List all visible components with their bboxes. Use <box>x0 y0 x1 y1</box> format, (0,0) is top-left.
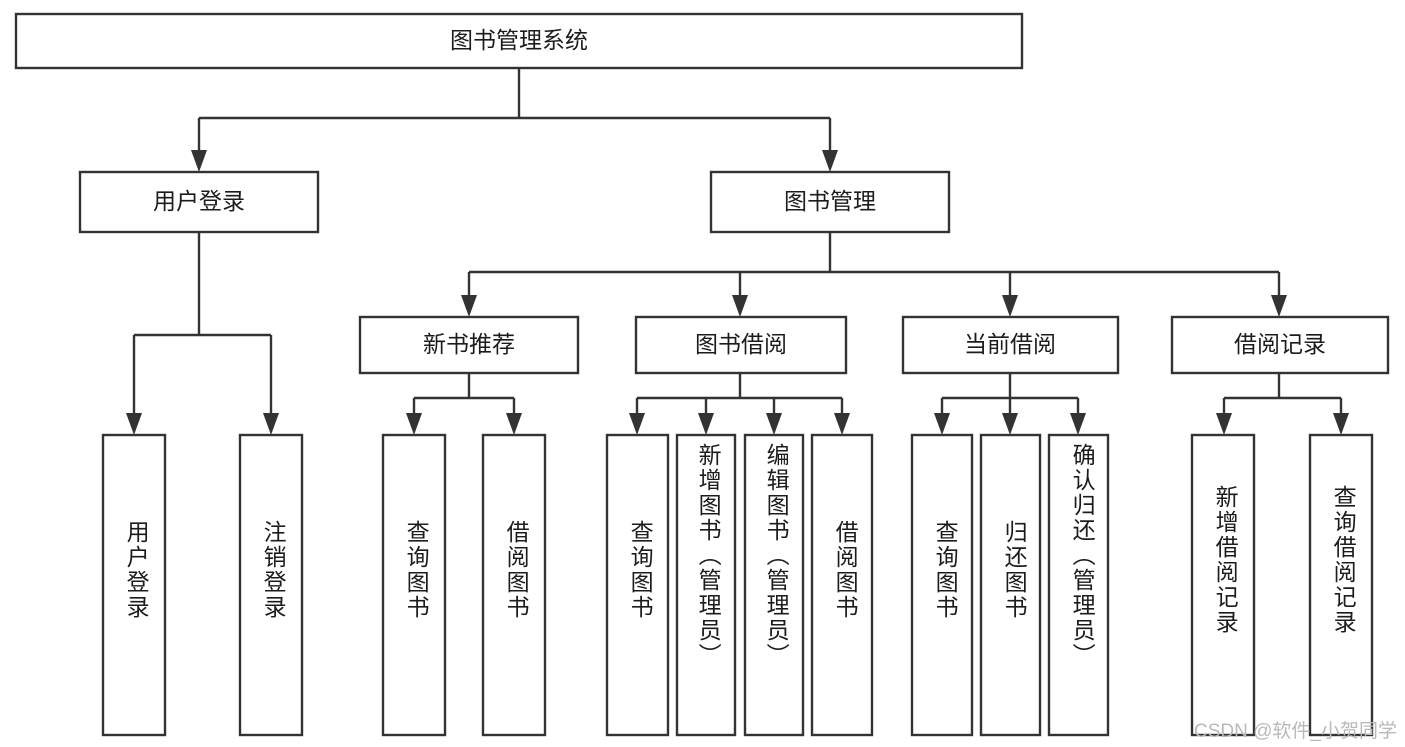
node-new-book-recommend-label: 新书推荐 <box>423 331 515 357</box>
leaf-user-login-2[interactable] <box>238 433 304 737</box>
leaf-book-borrow-3[interactable] <box>743 433 805 737</box>
node-user-login[interactable] <box>78 170 320 234</box>
leaf-book-borrow-1[interactable] <box>605 433 670 737</box>
arrow-newbook-leaf-1 <box>406 413 422 435</box>
arrow-borrow-leaf-2 <box>698 413 714 435</box>
node-box-layer <box>14 12 1390 737</box>
arrow-bookmgmt-to-borrow <box>732 295 748 317</box>
leaf-new-book-2[interactable] <box>481 433 547 737</box>
node-book-management-label: 图书管理 <box>784 188 876 214</box>
node-borrow-record-label: 借阅记录 <box>1234 331 1326 357</box>
connector-layer <box>126 68 1349 435</box>
arrow-borrow-leaf-3 <box>766 413 782 435</box>
leaf-current-borrow-2[interactable] <box>979 433 1042 737</box>
arrow-borrow-leaf-4 <box>834 413 850 435</box>
arrow-root-to-userlogin <box>191 150 207 172</box>
leaf-borrow-record-1[interactable] <box>1190 433 1256 737</box>
arrow-bookmgmt-to-newbook <box>461 295 477 317</box>
arrow-bookmgmt-to-record <box>1271 295 1287 317</box>
arrow-record-leaf-1 <box>1216 413 1232 435</box>
node-current-borrow-label: 当前借阅 <box>964 331 1056 357</box>
leaf-current-borrow-3[interactable] <box>1047 433 1110 737</box>
arrow-borrow-leaf-1 <box>629 413 645 435</box>
node-current-borrow[interactable] <box>901 315 1120 375</box>
csdn-watermark: CSDN @软件_小贺同学 <box>1194 721 1397 742</box>
node-book-borrow-label: 图书借阅 <box>695 331 787 357</box>
arrow-newbook-leaf-2 <box>506 413 522 435</box>
arrow-record-leaf-2 <box>1333 413 1349 435</box>
node-label-layer: 图书管理系统 用户登录 图书管理 新书推荐 图书借阅 当前借阅 借阅记录 <box>153 27 1326 357</box>
node-book-borrow[interactable] <box>634 315 848 375</box>
node-root[interactable] <box>14 12 1024 70</box>
leaf-book-borrow-2[interactable] <box>675 433 737 737</box>
arrow-current-leaf-2 <box>1002 413 1018 435</box>
arrow-current-leaf-3 <box>1070 413 1086 435</box>
arrow-bookmgmt-to-current <box>1002 295 1018 317</box>
arrow-userlogin-leaf-2 <box>263 413 279 435</box>
leaf-borrow-record-2[interactable] <box>1308 433 1374 737</box>
node-user-login-label: 用户登录 <box>153 188 245 214</box>
arrow-userlogin-leaf-1 <box>126 413 142 435</box>
node-new-book-recommend[interactable] <box>358 315 580 375</box>
leaf-book-borrow-4[interactable] <box>810 433 874 737</box>
arrow-root-to-bookmgmt <box>822 150 838 172</box>
leaf-user-login-1[interactable] <box>101 433 167 737</box>
node-root-label: 图书管理系统 <box>450 27 588 53</box>
arrow-current-leaf-1 <box>934 413 950 435</box>
node-borrow-record[interactable] <box>1170 315 1390 375</box>
leaf-new-book-1[interactable] <box>381 433 447 737</box>
leaf-current-borrow-1[interactable] <box>910 433 974 737</box>
node-book-management[interactable] <box>709 170 951 234</box>
